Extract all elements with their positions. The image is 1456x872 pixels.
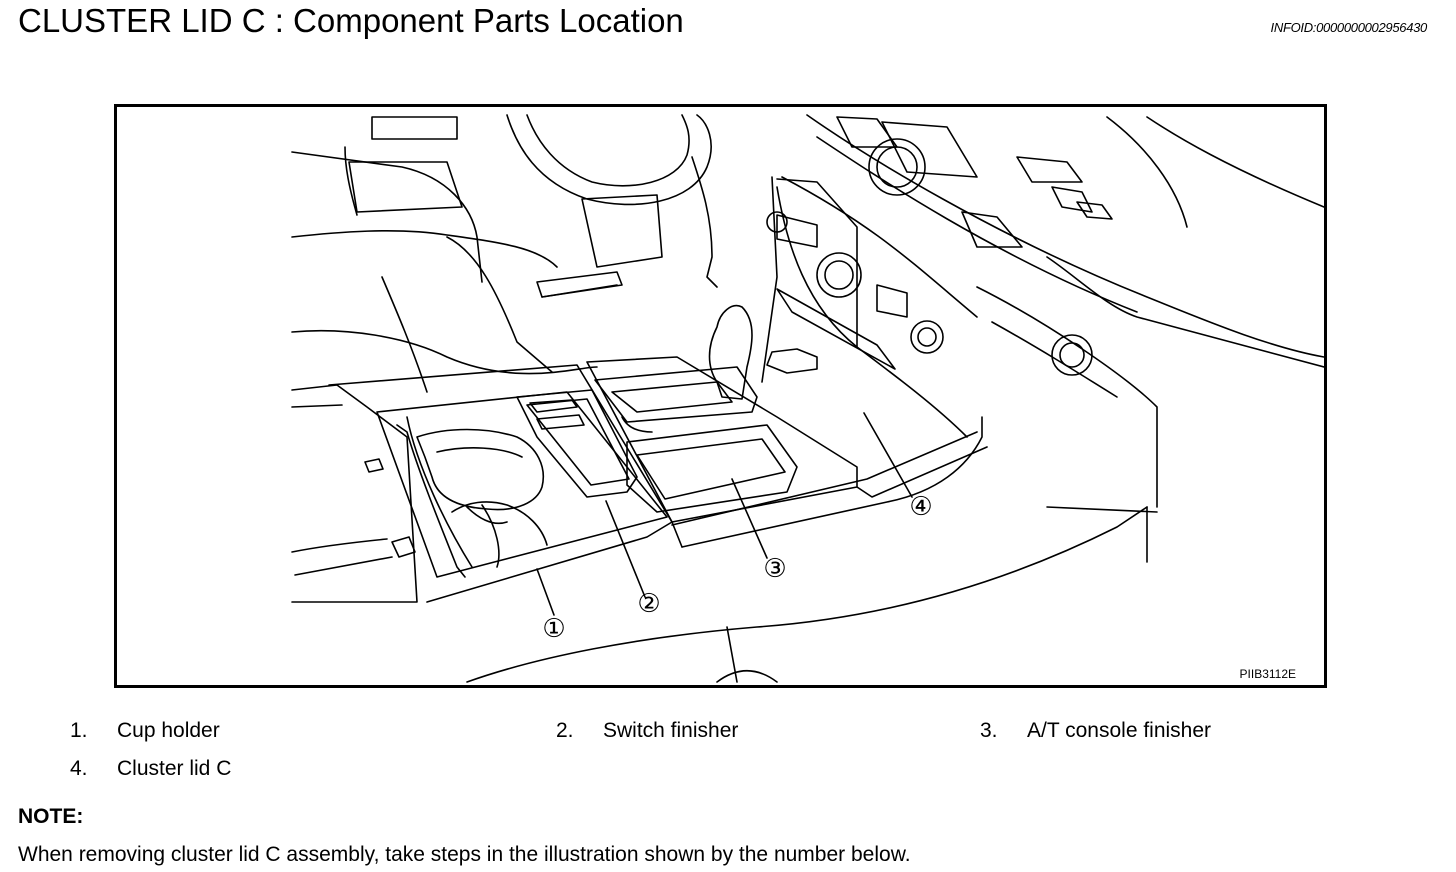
- legend-label: Cluster lid C: [117, 757, 232, 780]
- legend-number: 2.: [556, 719, 574, 742]
- legend-label: Cup holder: [117, 719, 220, 742]
- legend-item-3: 3. A/T console finisher: [980, 719, 1280, 745]
- legend-label: A/T console finisher: [1027, 719, 1212, 742]
- legend-label: Switch finisher: [603, 719, 739, 742]
- page-title: CLUSTER LID C : Component Parts Location: [18, 2, 684, 39]
- legend-item-2: 2. Switch finisher: [556, 719, 816, 745]
- info-id: INFOID:0000000002956430: [1270, 20, 1428, 35]
- figure-code: PIIB3112E: [1239, 667, 1296, 681]
- component-illustration: ① ② ③ ④ PIIB3112E: [114, 104, 1327, 688]
- console-line-drawing: [291, 114, 1324, 683]
- note-heading: NOTE:: [18, 805, 84, 828]
- legend-number: 3.: [980, 719, 998, 742]
- legend-number: 1.: [70, 719, 88, 742]
- legend-item-1: 1. Cup holder: [70, 719, 310, 745]
- legend-number: 4.: [70, 757, 88, 780]
- note-text: When removing cluster lid C assembly, ta…: [18, 843, 911, 866]
- legend-item-4: 4. Cluster lid C: [70, 757, 310, 783]
